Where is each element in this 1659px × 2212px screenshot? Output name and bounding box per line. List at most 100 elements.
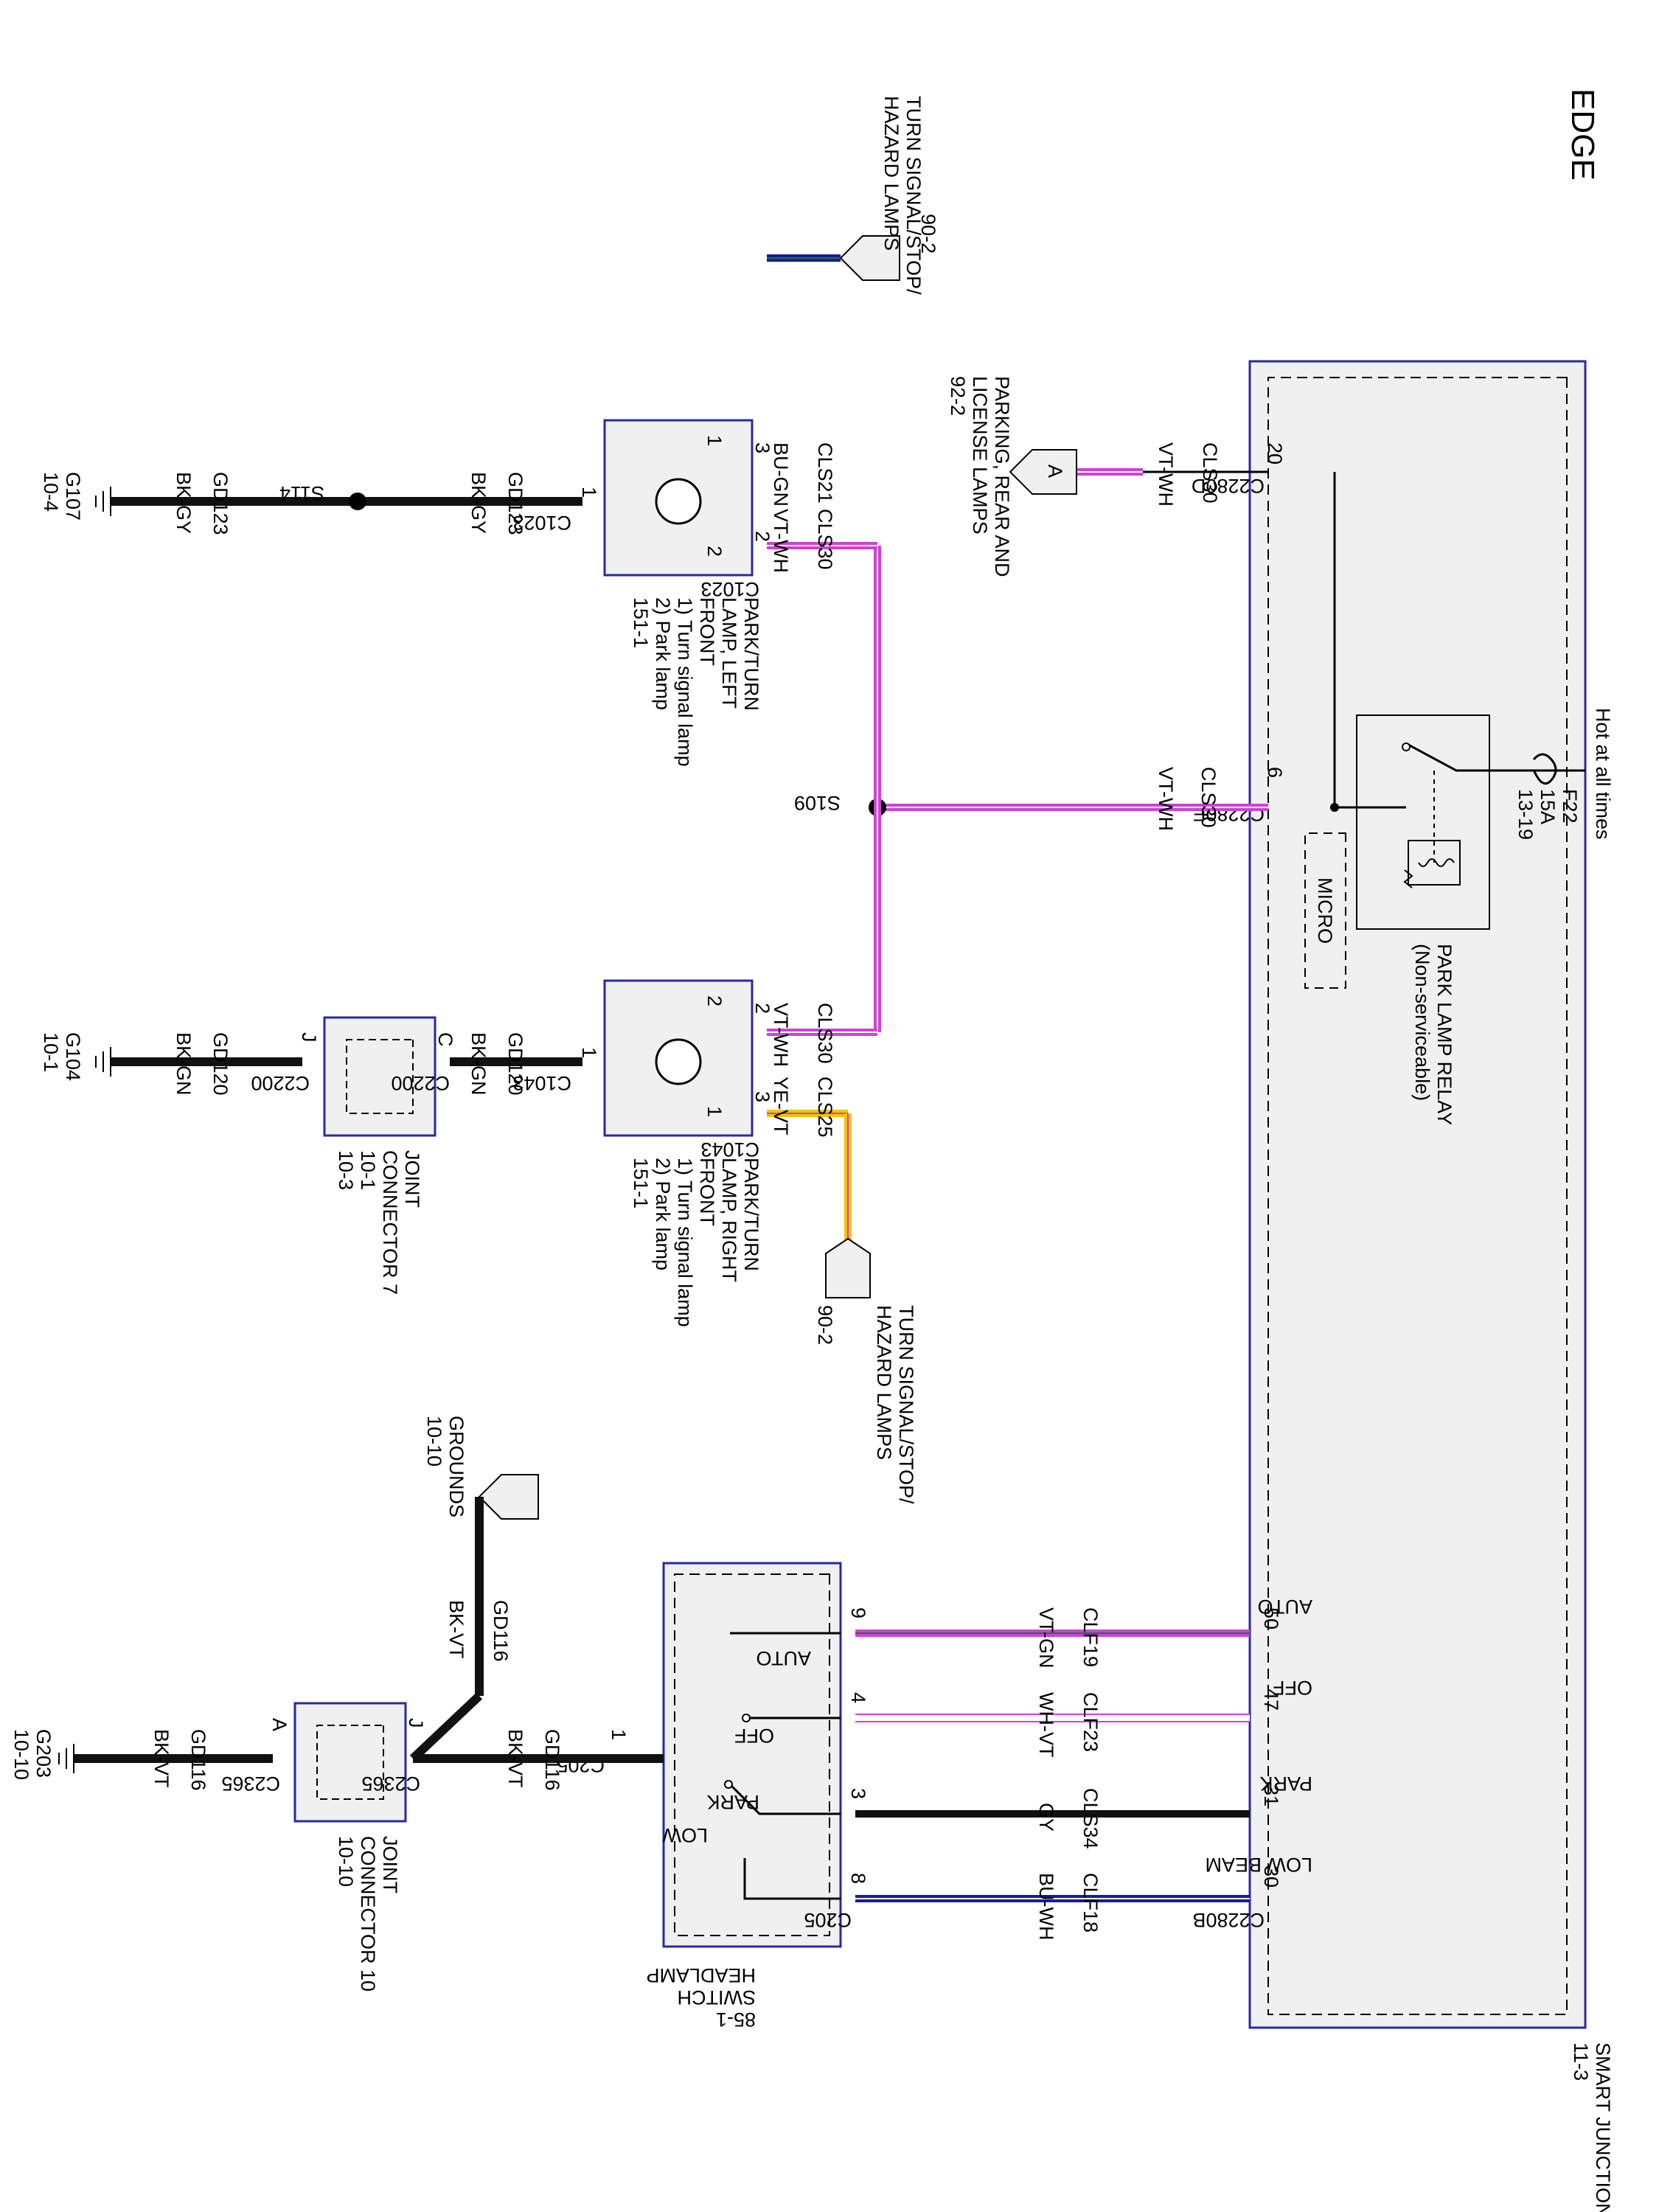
hl-pin-9: 9	[847, 1607, 869, 1618]
lamp-left-pin2: 2	[751, 531, 773, 542]
wire-gd116-c-circuit: GD116	[187, 1729, 209, 1791]
parking-ref-line1: PARKING, REAR AND	[991, 376, 1013, 577]
wire-gd123-a-circuit: GD123	[504, 472, 526, 535]
turn-ref-top-page: 90-2	[917, 214, 939, 254]
jc10-pin-j: J	[405, 1718, 427, 1728]
wire-cls30-mid-color: VT-WH	[1155, 767, 1177, 831]
hl-contact-park	[724, 1780, 733, 1789]
grounds-ref-page: 10-10	[423, 1416, 445, 1467]
jc10-p1: 10-10	[335, 1836, 357, 1887]
ground-g107-page: 10-4	[40, 472, 62, 512]
wire-clf18-color: BU-WH	[1035, 1873, 1057, 1940]
sjb-name: SMART JUNCTION BOX (SJB)	[1592, 2042, 1614, 2212]
relay-note: (Non-serviceable)	[1411, 944, 1433, 1101]
lamp-right-connector2: C1043	[700, 1138, 759, 1161]
ground-g203-page: 10-10	[10, 1729, 32, 1780]
jc7-pin-j: J	[298, 1032, 320, 1043]
parking-ref-page: 92-2	[947, 376, 969, 416]
jc7-line1: JOINT	[401, 1150, 423, 1208]
jc7-pin-c: C	[434, 1032, 456, 1047]
wire-clf23-circuit: CLF23	[1079, 1692, 1102, 1752]
wire-gd116-b-color: BK-VT	[445, 1600, 467, 1659]
joint-connector-7	[323, 1016, 437, 1137]
jc7-conn-c: C2200	[391, 1072, 450, 1094]
wire-gd116-a-circuit: GD116	[541, 1729, 563, 1791]
wire-clf19-color: VT-GN	[1035, 1607, 1057, 1669]
ground-g203-name: G203	[32, 1729, 55, 1778]
sjb-pin-50: 50	[1260, 1607, 1282, 1630]
lamp-right-i1: 1	[703, 1106, 726, 1117]
lamp-right-pin2: 2	[751, 1003, 773, 1014]
sjb-bus-junction	[1330, 803, 1339, 812]
vehicle-title: EDGE	[1565, 88, 1601, 181]
fuse-rating: 15A	[1537, 789, 1559, 824]
lamp-right-bulb-icon	[655, 1038, 702, 1085]
lamp-right-line0: PARK/TURN	[740, 1158, 762, 1271]
ground-g107-name: G107	[62, 472, 84, 521]
hot-at-all-times: Hot at all times	[1592, 708, 1614, 840]
wire-cls30-rf-circuit: CLS30	[814, 1003, 836, 1064]
wire-cls30-mid-circuit: CLS30	[1197, 767, 1220, 828]
ground-g104-icon	[95, 1047, 111, 1077]
parking-reference-arrow	[1009, 449, 1077, 495]
wire-gd120-b-circuit: GD120	[209, 1032, 232, 1096]
lamp-left-i2: 2	[703, 546, 726, 557]
lamp-right-i2: 2	[703, 995, 726, 1006]
lamp-right-line5: 151-1	[630, 1158, 652, 1208]
hl-park: PARK	[706, 1791, 759, 1813]
relay-contact-arm	[1408, 743, 1519, 772]
jc7-inner	[346, 1039, 414, 1114]
turn-ref-top-line2: HAZARD LAMPS	[880, 96, 902, 251]
splice-s114-label: S114	[279, 482, 324, 504]
fuse-f22-symbol	[1532, 753, 1557, 785]
lamp-right-line2: FRONT	[696, 1158, 718, 1226]
hl-off: OFF	[734, 1725, 774, 1747]
sjb-pin-30: 30	[1260, 1865, 1282, 1888]
wire-gd123-a-color: BK-GY	[467, 472, 490, 534]
ground-g104-name: G104	[62, 1032, 84, 1081]
jc10-inner	[316, 1725, 384, 1800]
splice-s109-label: S109	[794, 792, 841, 814]
ground-g104-page: 10-1	[40, 1032, 62, 1072]
ground-g107-icon	[95, 487, 111, 516]
turn-ref-bottom-line2: HAZARD LAMPS	[873, 1305, 895, 1460]
wire-cls30-top-color: VT-WH	[1155, 442, 1177, 507]
lamp-left-pin3: 3	[751, 442, 773, 453]
fuse-name: F22	[1559, 789, 1581, 824]
relay-contact-point	[1402, 742, 1411, 751]
wire-gd120-a-circuit: GD120	[504, 1032, 526, 1096]
jc10-conn-j: C2365	[361, 1773, 420, 1795]
micro-label: MICRO	[1314, 877, 1336, 944]
jc7-conn-j: C2200	[251, 1072, 310, 1094]
wire-gd116-c-color: BK-VT	[150, 1729, 173, 1788]
hl-c205b: C205	[804, 1909, 852, 1931]
wire-cls34-circuit: CLS34	[1079, 1788, 1102, 1849]
parking-ref-line2: LICENSE LAMPS	[969, 376, 991, 535]
relay-resistor-icon	[1403, 869, 1413, 888]
wire-cls21-color: BU-GN	[770, 442, 792, 507]
sjb-pin-20: 20	[1264, 442, 1286, 465]
hl-pin-8: 8	[847, 1873, 869, 1884]
sjb-label-park: PARK	[1259, 1773, 1312, 1795]
lamp-left-line2: FRONT	[696, 597, 718, 666]
turn-ref-top-arrow	[839, 235, 900, 281]
turn-ref-top-line1: TURN SIGNAL/STOP/	[902, 96, 925, 295]
jc7-line2: CONNECTOR 7	[379, 1150, 401, 1295]
sjb-pin-47: 47	[1260, 1688, 1282, 1711]
relay-coil-icon	[1408, 840, 1461, 886]
parking-ref-letter: A	[1044, 465, 1066, 478]
lamp-right-pin1: 1	[578, 1047, 600, 1058]
wire-gd116-a-color: BK-VT	[504, 1729, 526, 1788]
lamp-left-bulb-icon	[655, 478, 702, 525]
jc10-line1: JOINT	[379, 1836, 401, 1893]
hl-pin-1: 1	[608, 1729, 630, 1740]
joint-connector-10	[293, 1702, 407, 1823]
headlamp-switch-box	[662, 1562, 842, 1948]
hl-auto: AUTO	[756, 1647, 811, 1669]
sjb-inner-outline	[1267, 377, 1568, 2015]
hl-pin-3: 3	[847, 1788, 869, 1799]
jc10-pin-a: A	[268, 1718, 291, 1731]
relay-coil-winding	[1418, 858, 1455, 867]
wire-cls25-color: YE-VT	[770, 1077, 792, 1135]
